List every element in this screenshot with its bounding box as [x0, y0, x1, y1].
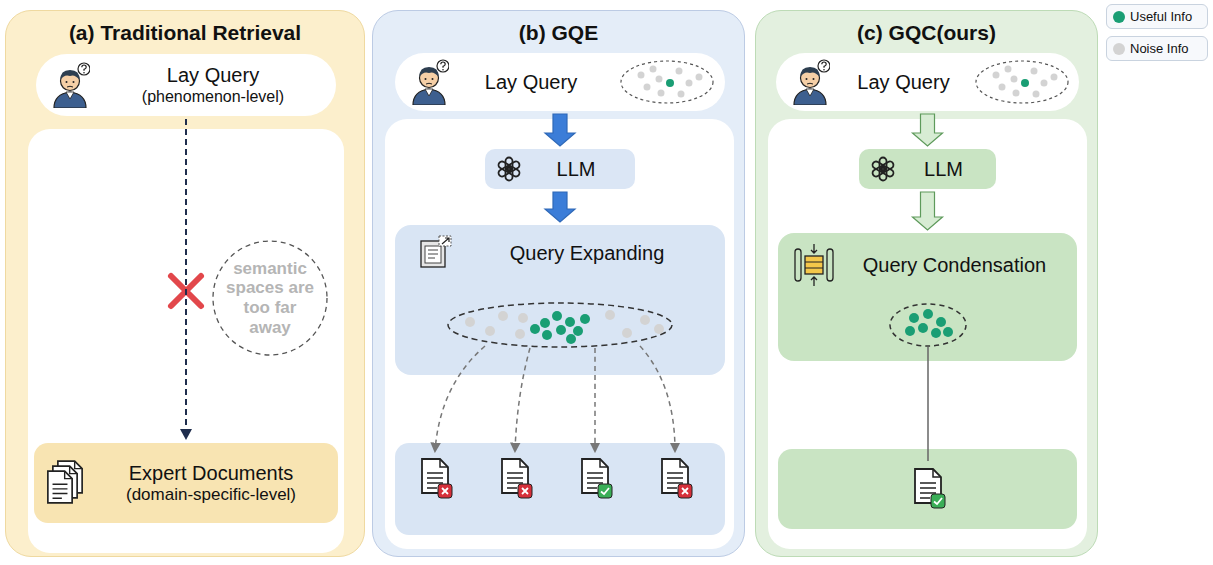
connector	[545, 192, 575, 222]
node-text: Expert Documents	[129, 461, 294, 485]
node-content: Query Condensation	[778, 233, 1077, 361]
query-cloud	[972, 57, 1072, 107]
panel-title: (c) GQC(ours)	[756, 21, 1097, 45]
person-icon	[790, 59, 830, 105]
node-text: Query Expanding	[510, 241, 665, 265]
node-text: Lay Query	[485, 70, 577, 94]
connector	[545, 114, 575, 146]
condense-icon	[792, 243, 836, 287]
block-arrow	[545, 192, 575, 222]
query-box: Lay Query	[776, 53, 1079, 111]
document-box: Expert Documents(domain-specific-level)	[34, 443, 338, 523]
node-text: semantic spaces are too far away	[221, 259, 319, 337]
condensation-box: Query Condensation	[778, 233, 1077, 361]
node-text: Query Condensation	[863, 253, 1046, 277]
node-text: Lay Query	[857, 70, 949, 94]
legend-text: Useful Info	[1130, 9, 1192, 24]
query-cloud	[617, 57, 717, 107]
block-arrow	[913, 192, 943, 230]
connector	[913, 114, 943, 146]
node-content: semantic spaces are too far away	[211, 239, 329, 357]
document-area	[395, 443, 725, 535]
legend: Useful InfoNoise Info	[1106, 4, 1208, 68]
panel: (c) GQC(ours) Lay Query LLM Query Condensa…	[755, 10, 1098, 557]
llm-box: LLM	[485, 149, 635, 189]
legend-swatch	[1113, 43, 1125, 55]
panel-title: (b) GQE	[373, 21, 744, 45]
connector	[913, 192, 943, 230]
legend-text: Noise Info	[1130, 41, 1189, 56]
panel: (b) GQE Lay Query LLM Query Expanding	[372, 10, 745, 557]
dashed-arrow-line	[185, 119, 187, 430]
llm-logo	[495, 155, 523, 183]
node-text: LLM	[924, 157, 963, 181]
legend-swatch	[1113, 11, 1125, 23]
legend-item: Noise Info	[1106, 36, 1208, 61]
node-subtext: (phenomenon-level)	[142, 87, 284, 106]
expand-icon	[419, 235, 453, 269]
arrowhead	[180, 429, 192, 440]
expansion-box: Query Expanding	[395, 225, 725, 375]
legend-item: Useful Info	[1106, 4, 1208, 29]
documents-icon	[46, 459, 86, 507]
node-subtext: (domain-specific-level)	[126, 485, 296, 505]
person-icon	[409, 59, 449, 105]
node-text: LLM	[557, 157, 596, 181]
query-box: Lay Query(phenomenon-level)	[36, 54, 336, 116]
block-arrow	[913, 114, 943, 146]
panel-title-wrap: (b) GQE	[373, 21, 744, 45]
llm-logo	[869, 155, 897, 183]
query-box: Lay Query	[395, 53, 725, 111]
node-text: Lay Query	[167, 63, 259, 87]
llm-box: LLM	[859, 149, 996, 189]
panel-title: (a) Traditional Retrieval	[6, 21, 364, 45]
connector	[180, 119, 192, 440]
semantic-gap-circle: semantic spaces are too far away	[211, 239, 329, 357]
person-icon	[50, 62, 90, 108]
panel-title-wrap: (a) Traditional Retrieval	[6, 21, 364, 45]
block-arrow	[545, 114, 575, 146]
panel-title-wrap: (c) GQC(ours)	[756, 21, 1097, 45]
